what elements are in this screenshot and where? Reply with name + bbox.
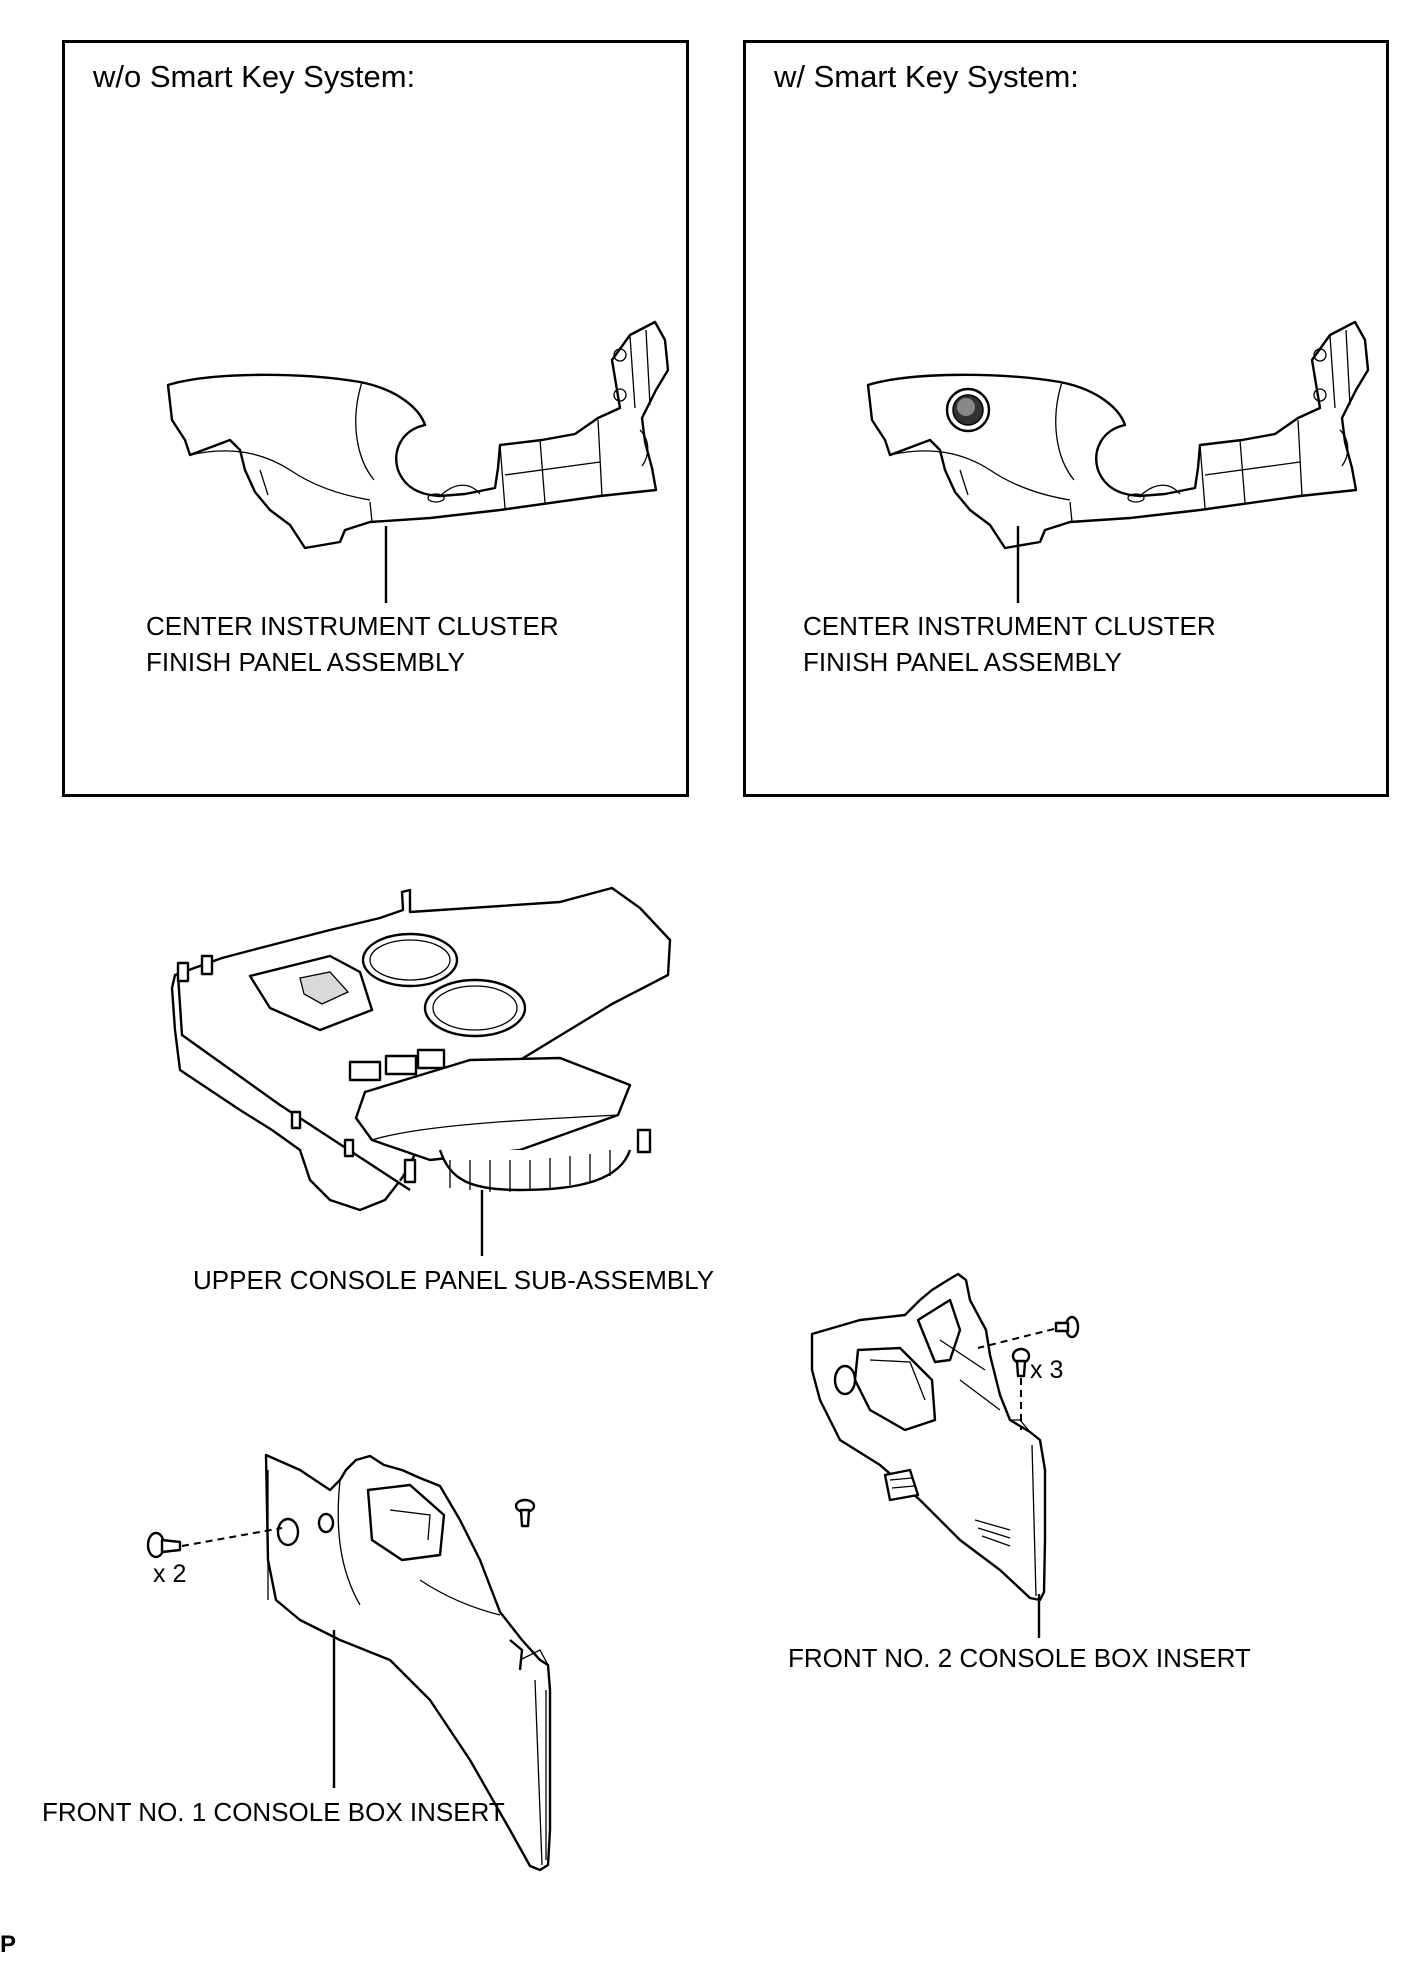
screw-quantity-front-no2: x 3 bbox=[1030, 1356, 1064, 1384]
upper-console-label: UPPER CONSOLE PANEL SUB-ASSEMBLY bbox=[193, 1265, 715, 1295]
front-no1-label: FRONT NO. 1 CONSOLE BOX INSERT bbox=[42, 1797, 505, 1827]
screw-icon bbox=[1011, 1347, 1031, 1378]
finish-panel-drawing-1 bbox=[166, 320, 670, 550]
panel-title: w/o Smart Key System: bbox=[93, 59, 416, 94]
upper-console-drawing bbox=[170, 886, 672, 1212]
finish-panel-label-with-smart-key: CENTER INSTRUMENT CLUSTER FINISH PANEL A… bbox=[803, 611, 1216, 677]
panel-title: w/ Smart Key System: bbox=[774, 59, 1079, 94]
engine-start-button-icon bbox=[945, 387, 991, 433]
front-no2-insert-drawing bbox=[810, 1272, 1047, 1602]
illustration-code: P bbox=[0, 1931, 17, 1958]
front-no1-insert-drawing bbox=[264, 1453, 552, 1872]
screw-icon bbox=[514, 1498, 536, 1528]
install-direction-line bbox=[977, 1328, 1055, 1349]
finish-panel-drawing-2 bbox=[866, 320, 1370, 550]
front-no2-label: FRONT NO. 2 CONSOLE BOX INSERT bbox=[788, 1643, 1251, 1673]
install-direction-line bbox=[181, 1527, 283, 1547]
screw-icon bbox=[146, 1531, 182, 1559]
screw-icon bbox=[1054, 1315, 1080, 1339]
finish-panel-label-without-smart-key: CENTER INSTRUMENT CLUSTER FINISH PANEL A… bbox=[146, 611, 559, 677]
screw-quantity-front-no1: x 2 bbox=[153, 1560, 187, 1588]
